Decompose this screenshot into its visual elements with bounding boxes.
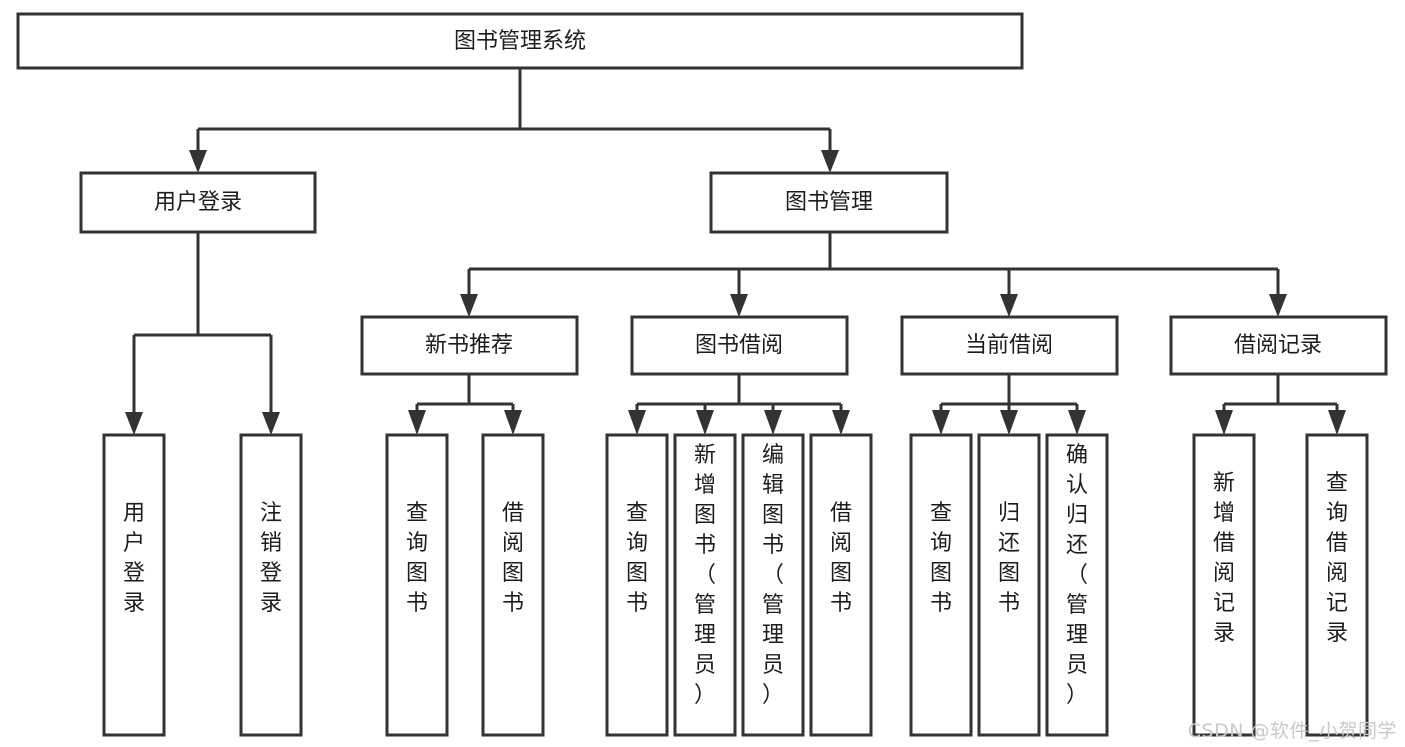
node-book-borrow[interactable]: 图书借阅 [630,315,849,376]
leaf-query-book-borrow-label: 查询图书 [626,501,648,616]
leaf-query-book-current-label: 查询图书 [930,501,952,616]
node-book-borrow-label: 图书借阅 [695,333,783,358]
arrowhead-leaf-query-book-2 [628,410,646,435]
leaf-query-borrow-record-box[interactable] [1305,433,1369,737]
arrowhead-leaf-user-login [125,412,143,435]
leaf-logout[interactable]: 注销登录 [239,433,303,737]
arrowhead-leaf-return-book [1000,410,1018,435]
leaf-return-book[interactable]: 归还图书 [977,433,1041,737]
arrowhead-leaf-add-book [696,410,714,435]
leaf-query-borrow-record[interactable]: 查询借阅记录 [1305,433,1369,737]
leaf-add-book[interactable]: 新增图书（管理员） [673,433,737,737]
node-borrow-record[interactable]: 借阅记录 [1169,315,1388,376]
leaf-user-login-label: 用户登录 [123,501,145,616]
leaf-add-book-box[interactable] [673,433,737,737]
node-current-borrow[interactable]: 当前借阅 [900,315,1119,376]
arrowhead-leaf-borrow-book-1 [504,410,522,435]
arrowhead-newbook [460,294,478,317]
leaf-query-book-borrow[interactable]: 查询图书 [605,433,669,737]
arrowhead-currentborrow [1000,294,1018,317]
leaf-add-borrow-record-label: 新增借阅记录 [1213,471,1235,646]
leaf-add-borrow-record-box[interactable] [1192,433,1256,737]
leaf-user-login-box[interactable] [102,433,166,737]
leaf-user-login[interactable]: 用户登录 [102,433,166,737]
leaf-query-book-recommend-label: 查询图书 [406,501,428,616]
node-book-management[interactable]: 图书管理 [709,171,949,234]
leaf-borrow-book-label: 借阅图书 [830,501,852,616]
node-root[interactable]: 图书管理系统 [16,12,1024,70]
leaf-add-book-label: 新增图书（管理员） [694,443,716,708]
leaf-return-book-box[interactable] [977,433,1041,737]
leaf-query-book-current-box[interactable] [909,433,973,737]
node-book-management-box[interactable] [709,171,949,234]
arrowhead-leaf-borrow-book-2 [832,410,850,435]
leaf-borrow-book-recommend-box[interactable] [481,433,545,737]
arrowhead-borrowrecord [1269,294,1287,317]
arrowhead-leaf-add-record [1215,410,1233,435]
node-new-book-recommend[interactable]: 新书推荐 [360,315,579,376]
leaf-confirm-return-box[interactable] [1045,433,1109,737]
node-new-book-recommend-box[interactable] [360,315,579,376]
connector-layer [125,68,1346,435]
node-book-borrow-box[interactable] [630,315,849,376]
leaf-logout-label: 注销登录 [260,501,282,616]
arrowhead-bookborrow [730,294,748,317]
leaf-query-book-recommend-box[interactable] [385,433,449,737]
leaf-edit-book-label: 编辑图书（管理员） [762,443,784,708]
leaf-query-borrow-record-label: 查询借阅记录 [1326,471,1348,646]
leaf-edit-book-box[interactable] [741,433,805,737]
leaf-confirm-return[interactable]: 确认归还（管理员） [1045,433,1109,737]
node-root-box[interactable] [16,12,1024,70]
arrowhead-leaf-query-record [1328,410,1346,435]
arrowhead-userlogin [189,150,207,173]
leaf-query-book-recommend[interactable]: 查询图书 [385,433,449,737]
leaf-logout-box[interactable] [239,433,303,737]
node-book-management-label: 图书管理 [785,190,873,215]
arrowhead-leaf-query-book-1 [408,410,426,435]
csdn-watermark: CSDN @软件_小贺同学 [1187,720,1397,742]
arrowhead-leaf-query-book-3 [932,410,950,435]
node-user-login-box[interactable] [79,171,317,234]
node-borrow-record-box[interactable] [1169,315,1388,376]
leaf-borrow-book-box[interactable] [809,433,873,737]
node-user-login-label: 用户登录 [154,190,242,215]
node-root-label: 图书管理系统 [454,29,586,54]
arrowhead-leaf-edit-book [764,410,782,435]
node-borrow-record-label: 借阅记录 [1234,333,1322,358]
leaf-query-book-current[interactable]: 查询图书 [909,433,973,737]
leaf-return-book-label: 归还图书 [998,501,1020,616]
arrowhead-leaf-logout [262,412,280,435]
leaf-query-book-borrow-box[interactable] [605,433,669,737]
node-new-book-recommend-label: 新书推荐 [425,333,513,358]
leaf-borrow-book[interactable]: 借阅图书 [809,433,873,737]
node-user-login[interactable]: 用户登录 [79,171,317,234]
leaf-borrow-book-recommend-label: 借阅图书 [502,501,524,616]
arrowhead-bookmgmt [821,150,839,173]
node-current-borrow-label: 当前借阅 [965,333,1053,358]
arrowhead-leaf-confirm-return [1068,410,1086,435]
leaf-confirm-return-label: 确认归还（管理员） [1066,443,1088,708]
node-current-borrow-box[interactable] [900,315,1119,376]
leaf-borrow-book-recommend[interactable]: 借阅图书 [481,433,545,737]
leaf-add-borrow-record[interactable]: 新增借阅记录 [1192,433,1256,737]
leaf-edit-book[interactable]: 编辑图书（管理员） [741,433,805,737]
